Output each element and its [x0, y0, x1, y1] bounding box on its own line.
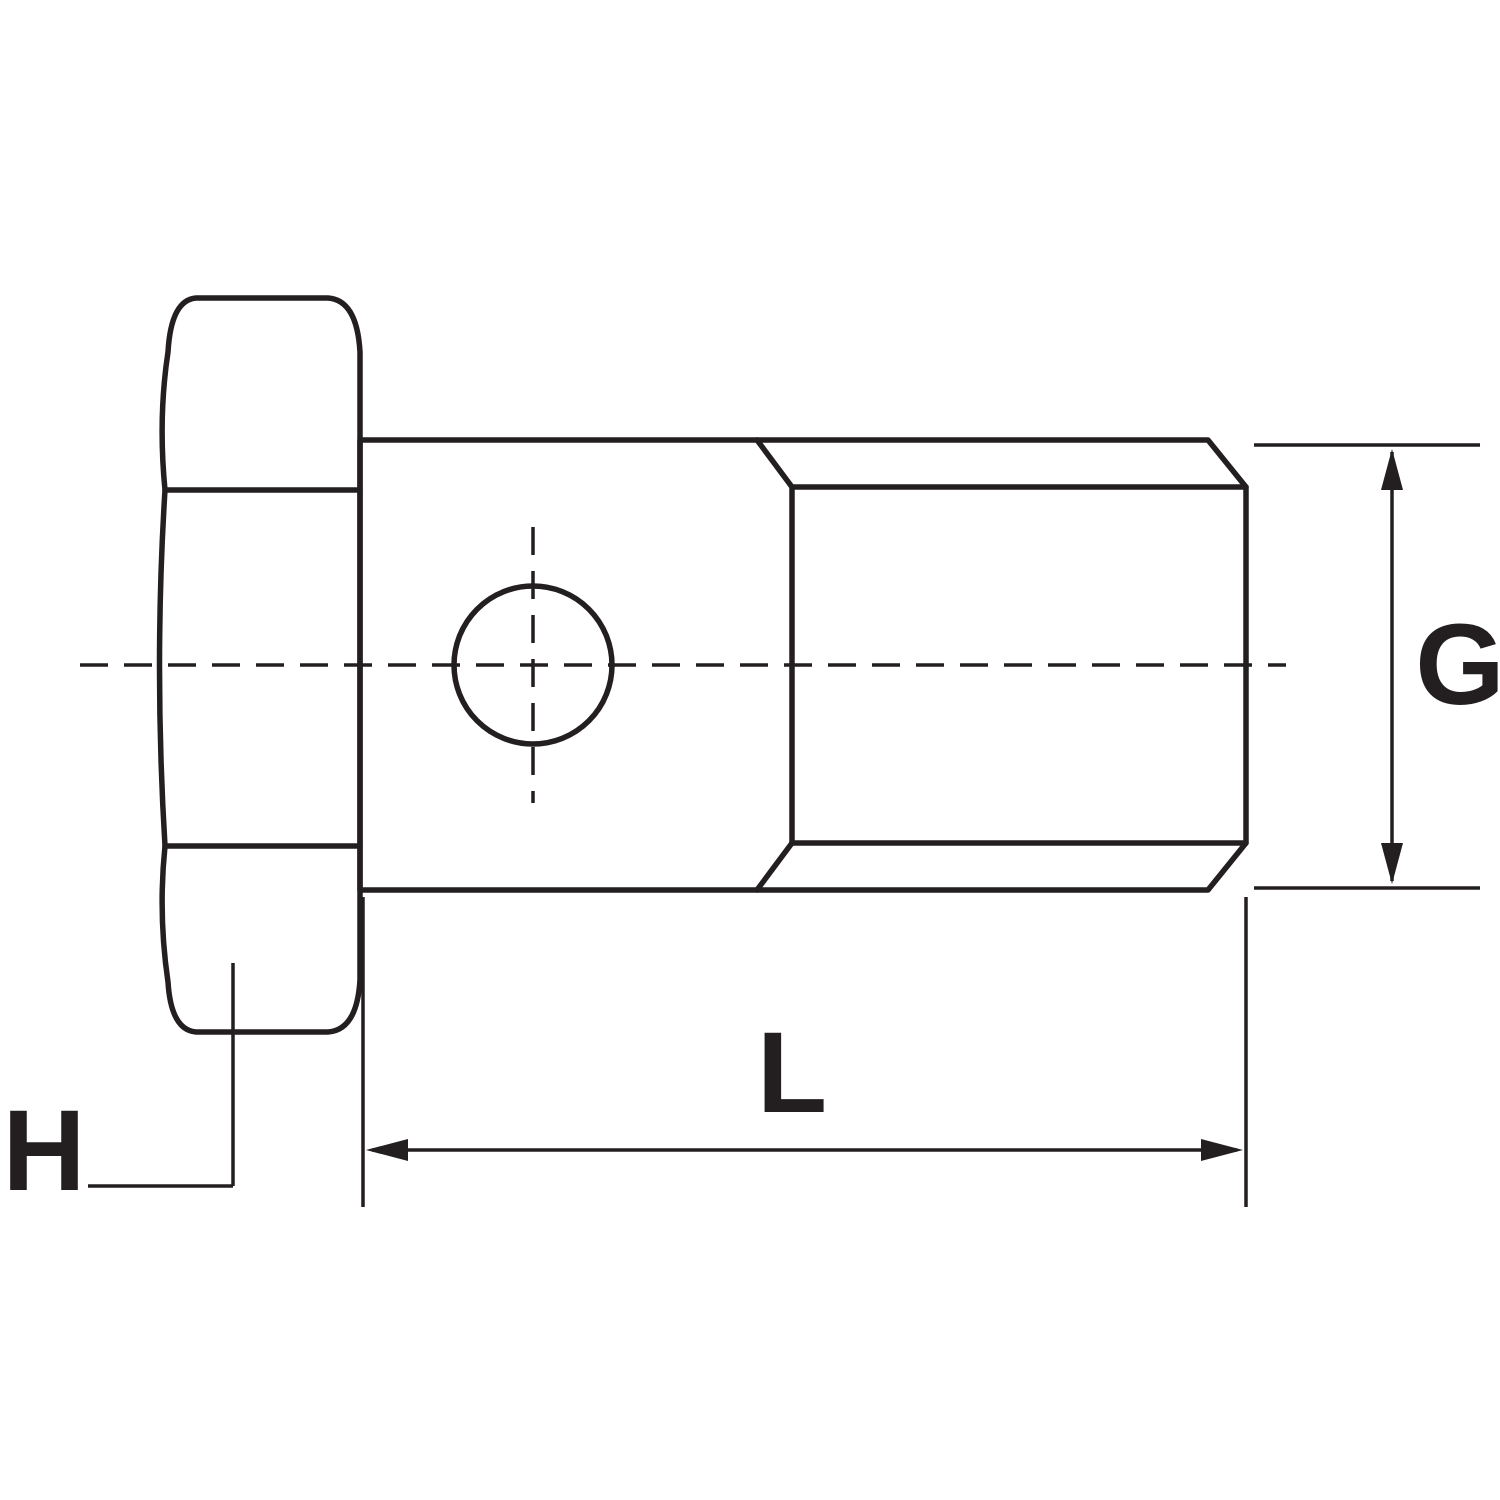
thread-chamfer-top: [754, 437, 795, 490]
thread-chamfer-bottom: [754, 840, 795, 893]
hex-head-outline: [156, 295, 363, 1035]
g-arrowhead-down: [1381, 843, 1403, 884]
centerlines: [80, 527, 1286, 803]
dimension-labels: G L H: [2, 601, 1500, 1215]
label-head-h: H: [2, 1087, 85, 1215]
dimension-lines: [88, 443, 1480, 1207]
cross-hole: [451, 583, 615, 747]
label-length-l: L: [757, 1009, 827, 1137]
bolt-outline: [156, 295, 1249, 1035]
l-arrowhead-right: [1201, 1139, 1243, 1161]
dimension-arrowheads: [366, 449, 1403, 1161]
label-diameter-g: G: [1415, 601, 1500, 729]
l-arrowhead-left: [366, 1139, 408, 1161]
g-arrowhead-up: [1381, 449, 1403, 490]
